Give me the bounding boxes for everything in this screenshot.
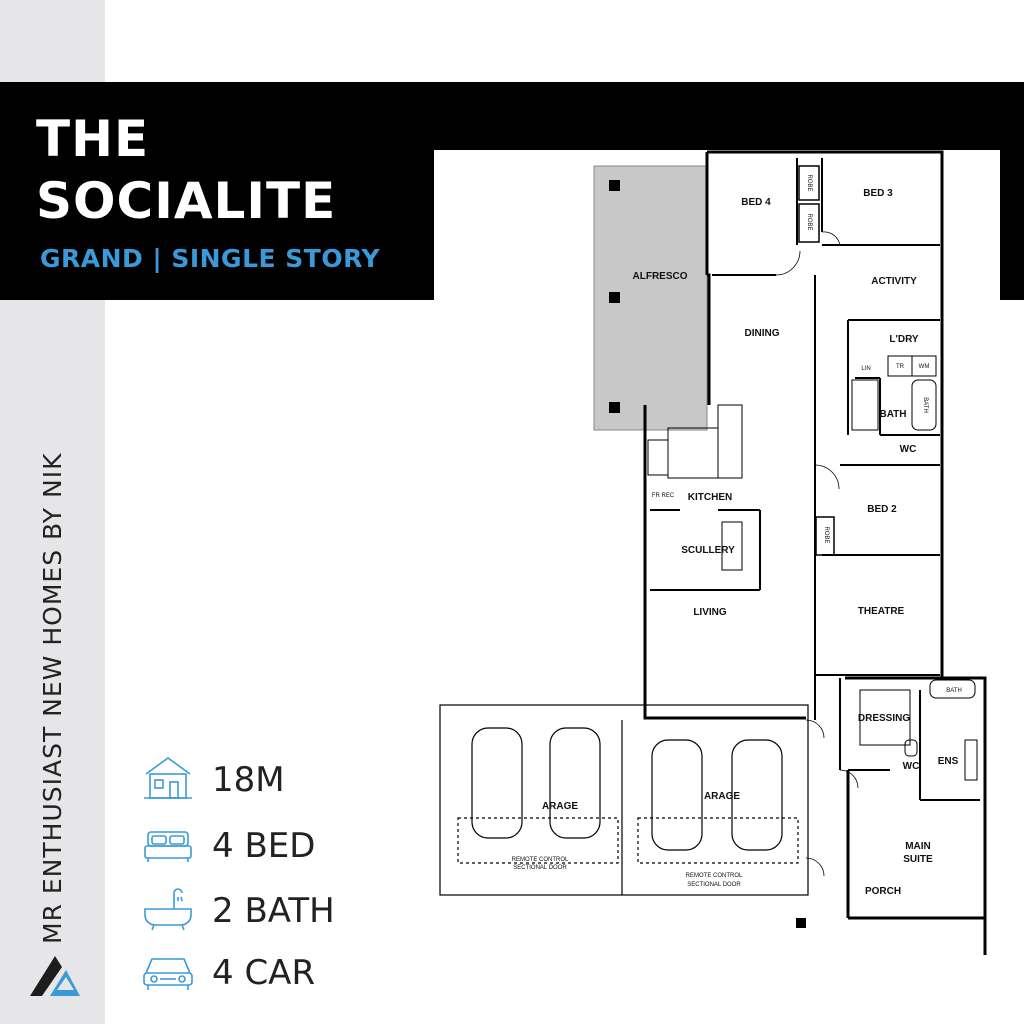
label-garage-door-1a: REMOTE CONTROL	[512, 857, 569, 863]
feature-garage-label: 4 CAR	[212, 953, 316, 993]
label-wm: WM	[919, 364, 930, 370]
floor-plan: BED 4 BED 3 ROBE ROBE ALFRESCO ACTIVITY …	[434, 150, 1000, 970]
exterior-walls	[643, 150, 987, 955]
interior-walls	[650, 158, 980, 801]
room-living: LIVING	[693, 607, 727, 618]
room-garage-1: ARAGE	[542, 801, 578, 812]
title-line-1: THE	[36, 110, 150, 168]
room-porch: PORCH	[865, 886, 901, 897]
room-activity: ACTIVITY	[871, 276, 917, 287]
car-icon	[143, 958, 193, 990]
room-bath: BATH	[879, 409, 906, 420]
room-bed3: BED 3	[863, 188, 893, 199]
feature-frontage: 18M	[140, 752, 380, 802]
feature-bathrooms: 2 BATH	[140, 883, 380, 933]
car-outlines	[471, 727, 783, 851]
house-icon	[144, 757, 192, 799]
label-ensuite-bath: BATH	[946, 688, 962, 694]
label-tr: TR	[896, 364, 905, 370]
feature-bedrooms-label: 4 BED	[212, 826, 316, 866]
room-kitchen: KITCHEN	[688, 492, 732, 503]
room-wc-2: WC	[903, 761, 920, 772]
label-garage-door-2a: REMOTE CONTROL	[686, 873, 743, 879]
floor-plan-drawing: BED 4 BED 3 ROBE ROBE ALFRESCO ACTIVITY …	[439, 150, 987, 955]
label-garage-door-2b: SECTIONAL DOOR	[687, 882, 741, 888]
room-main-suite-line1: MAIN	[905, 841, 931, 852]
room-laundry: L'DRY	[889, 334, 919, 345]
subtitle: GRAND | SINGLE STORY	[40, 244, 381, 273]
room-robe-2: ROBE	[806, 213, 812, 230]
feature-garage: 4 CAR	[140, 945, 380, 995]
room-theatre: THEATRE	[858, 606, 905, 617]
room-bed2: BED 2	[867, 504, 897, 515]
bathtub-icon	[144, 888, 192, 931]
alfresco-area	[593, 165, 708, 431]
room-dressing: DRESSING	[858, 713, 910, 724]
feature-bathrooms-label: 2 BATH	[212, 891, 335, 931]
feature-frontage-label: 18M	[212, 760, 285, 800]
feature-bedrooms: 4 BED	[140, 818, 380, 868]
room-main-suite-line2: SUITE	[903, 854, 933, 865]
brand-logo-icon	[30, 956, 80, 996]
room-ensuite: ENS	[938, 756, 959, 767]
room-lin: LIN	[861, 366, 870, 372]
label-fr-rec: FR REC	[652, 493, 675, 499]
brand-name-vertical: MR ENTHUSIAST NEW HOMES BY NIK	[38, 452, 67, 944]
room-robe-1: ROBE	[806, 174, 812, 191]
room-alfresco: ALFRESCO	[633, 271, 688, 282]
label-bath-tub: BATH	[922, 397, 928, 413]
garage-outline	[439, 704, 809, 896]
label-garage-door-1b: SECTIONAL DOOR	[513, 865, 567, 871]
room-robe-3: ROBE	[823, 526, 829, 543]
room-garage-2: ARAGE	[704, 791, 740, 802]
room-bed4: BED 4	[741, 197, 771, 208]
bed-icon	[144, 831, 192, 862]
title-line-2: SOCIALITE	[36, 172, 337, 230]
room-wc-1: WC	[900, 444, 917, 455]
room-dining: DINING	[745, 328, 780, 339]
room-scullery: SCULLERY	[681, 545, 735, 556]
